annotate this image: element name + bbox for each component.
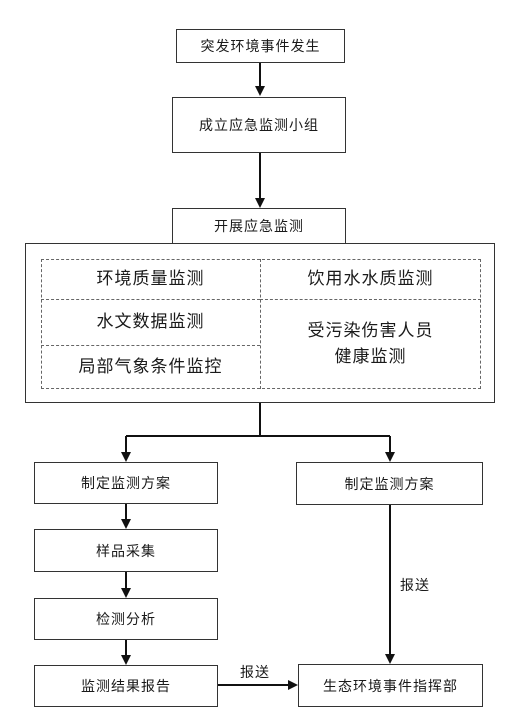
scope-divider-right [260,299,481,300]
env-quality-item: 环境质量监测 [96,269,205,289]
scope-divider-left-1 [41,299,260,300]
health-item-line2: 健康监测 [334,347,407,367]
plan-left-node: 制定监测方案 [34,462,218,504]
scope-divider-left-2 [41,345,260,346]
health-item: 受污染伤害人员 健康监测 [260,299,481,389]
command-node: 生态环境事件指挥部 [298,664,483,707]
scope-divider-vertical [260,259,261,389]
start-node: 突发环境事件发生 [176,29,345,63]
analysis-node: 检测分析 [34,598,218,640]
report-node: 监测结果报告 [34,665,218,707]
health-item-line1: 受污染伤害人员 [307,321,434,341]
monitoring-scope-dashed-frame [41,259,481,389]
hydrology-item: 水文数据监测 [96,312,205,332]
meteorology-item: 局部气象条件监控 [78,357,223,377]
group-node: 成立应急监测小组 [172,97,346,153]
drinking-water-item: 饮用水水质监测 [307,269,434,289]
sampling-node: 样品采集 [34,529,218,572]
launch-node: 开展应急监测 [172,208,346,244]
plan-edge-label: 报送 [400,578,430,594]
report-edge-label: 报送 [240,665,270,681]
plan-right-node: 制定监测方案 [296,462,483,505]
